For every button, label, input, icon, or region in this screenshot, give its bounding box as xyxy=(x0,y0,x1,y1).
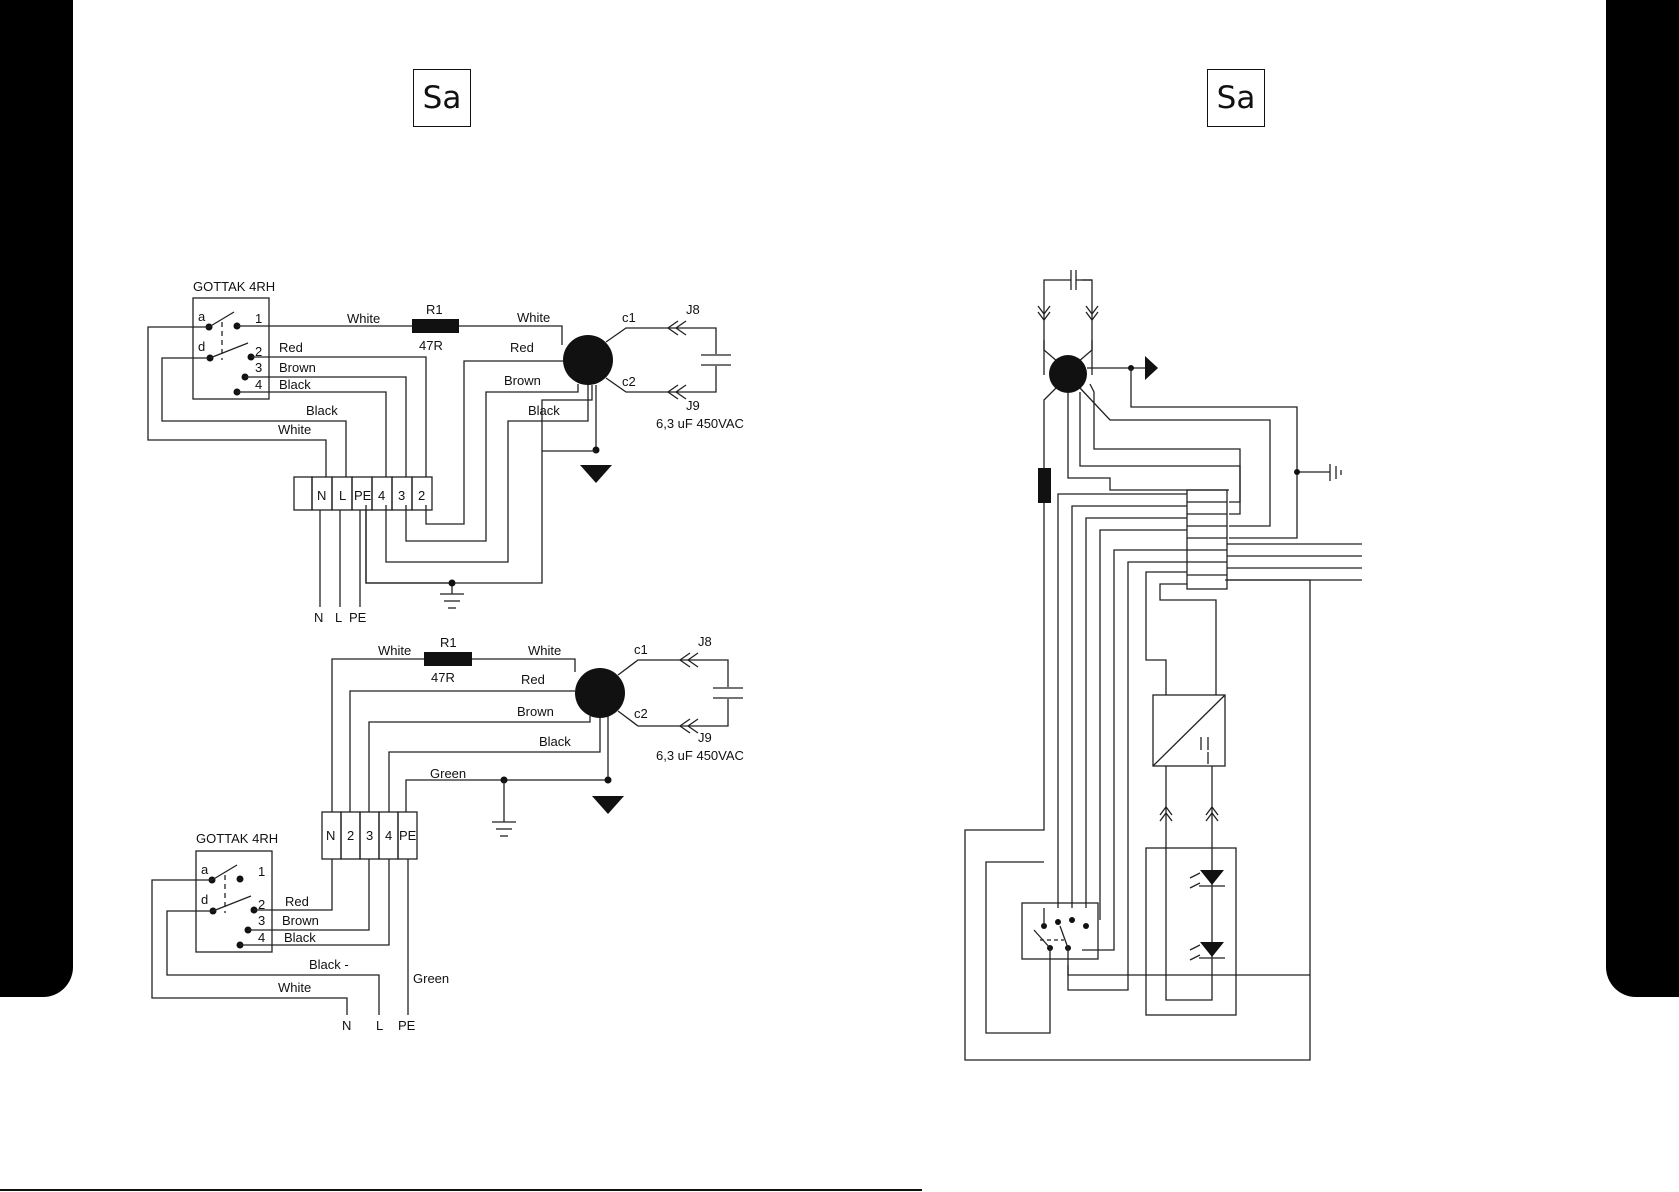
led-1-symbolic xyxy=(1200,870,1224,885)
contact-4-bottom: 4 xyxy=(258,930,265,945)
label-white-lower-bottom: White xyxy=(278,980,311,995)
terminal-bottom-2: 3 xyxy=(366,828,373,843)
terminal-top-1: L xyxy=(339,488,346,503)
label-brown-motor-bottom: Brown xyxy=(517,704,554,719)
diagram-bottom: White R1 47R White c1 c2 J8 J9 6,3 uF 45… xyxy=(152,634,744,1033)
label-brown-bottom: Brown xyxy=(282,913,319,928)
supply-top-pe: PE xyxy=(349,610,367,625)
ground-symbol-top xyxy=(580,465,612,483)
label-white-right-top: White xyxy=(517,310,550,325)
resistor-top xyxy=(412,319,459,333)
label-white-top: White xyxy=(347,311,380,326)
label-red-top: Red xyxy=(279,340,303,355)
resistor-name-bottom: R1 xyxy=(440,635,457,650)
label-c1-bottom: c1 xyxy=(634,642,648,657)
diagram-top: GOTTAK 4RH a d 1 2 3 4 White R1 47R Whit… xyxy=(148,279,744,625)
label-green-bottom: Green xyxy=(430,766,466,781)
label-black-motor-top: Black xyxy=(528,403,560,418)
label-cap-rating-bottom: 6,3 uF 450VAC xyxy=(656,748,744,763)
contact-4-top: 4 xyxy=(255,377,262,392)
label-c1-top: c1 xyxy=(622,310,636,325)
label-j9-bottom: J9 xyxy=(698,730,712,745)
supply-bottom-l: L xyxy=(376,1018,383,1033)
terminal-bottom-4: PE xyxy=(399,828,417,843)
supply-top-n: N xyxy=(314,610,323,625)
connector-block-symbolic xyxy=(1187,490,1227,589)
label-j8-top: J8 xyxy=(686,302,700,317)
resistor-value-bottom: 47R xyxy=(431,670,455,685)
switch-title-bottom: GOTTAK 4RH xyxy=(196,831,278,846)
label-black-lower-bottom: Black - xyxy=(309,957,349,972)
label-white-right-bottom: White xyxy=(528,643,561,658)
contact-1-top: 1 xyxy=(255,311,262,326)
switch-contacts-bottom xyxy=(209,865,258,949)
label-white-lower-top: White xyxy=(278,422,311,437)
ground-symbol-bottom xyxy=(592,796,624,814)
label-black-lower-top: Black xyxy=(306,403,338,418)
terminal-top-4: 3 xyxy=(398,488,405,503)
supply-bottom-n: N xyxy=(342,1018,351,1033)
resistor-value-top: 47R xyxy=(419,338,443,353)
contact-a-top: a xyxy=(198,309,206,324)
label-black-motor-bottom: Black xyxy=(539,734,571,749)
label-j8-bottom: J8 xyxy=(698,634,712,649)
contact-1-bottom: 1 xyxy=(258,864,265,879)
contact-3-bottom: 3 xyxy=(258,913,265,928)
motor-top xyxy=(563,335,613,385)
contact-a-bottom: a xyxy=(201,862,209,877)
label-green-lower-bottom: Green xyxy=(413,971,449,986)
label-c2-top: c2 xyxy=(622,374,636,389)
terminal-bottom-3: 4 xyxy=(385,828,392,843)
motor-bottom xyxy=(575,668,625,718)
terminal-top-3: 4 xyxy=(378,488,385,503)
label-black-bottom: Black xyxy=(284,930,316,945)
motor-symbolic xyxy=(1049,355,1087,393)
label-white-left-bottom: White xyxy=(378,643,411,658)
led-2-symbolic xyxy=(1200,942,1224,957)
label-brown-motor-top: Brown xyxy=(504,373,541,388)
resistor-name-top: R1 xyxy=(426,302,443,317)
label-red-bottom: Red xyxy=(285,894,309,909)
terminal-bottom-1: 2 xyxy=(347,828,354,843)
earth-arrow-symbolic xyxy=(1145,356,1158,380)
terminal-top-0: N xyxy=(317,488,326,503)
switch-title-top: GOTTAK 4RH xyxy=(193,279,275,294)
contact-d-top: d xyxy=(198,339,205,354)
contact-d-bottom: d xyxy=(201,892,208,907)
supply-top-l: L xyxy=(335,610,342,625)
led-panel-symbolic xyxy=(1146,848,1236,1015)
terminal-top-5: 2 xyxy=(418,488,425,503)
label-c2-bottom: c2 xyxy=(634,706,648,721)
label-red-motor-top: Red xyxy=(510,340,534,355)
label-red-motor-bottom: Red xyxy=(521,672,545,687)
diagram-symbolic xyxy=(965,270,1362,1060)
terminal-top-2: PE xyxy=(354,488,372,503)
label-cap-rating-top: 6,3 uF 450VAC xyxy=(656,416,744,431)
supply-bottom-pe: PE xyxy=(398,1018,416,1033)
label-brown-top: Brown xyxy=(279,360,316,375)
label-j9-top: J9 xyxy=(686,398,700,413)
contact-3-top: 3 xyxy=(255,360,262,375)
terminal-bottom-0: N xyxy=(326,828,335,843)
label-black-top: Black xyxy=(279,377,311,392)
switch-contacts-top xyxy=(206,312,255,396)
resistor-symbolic xyxy=(1038,468,1051,503)
resistor-bottom xyxy=(424,652,472,666)
